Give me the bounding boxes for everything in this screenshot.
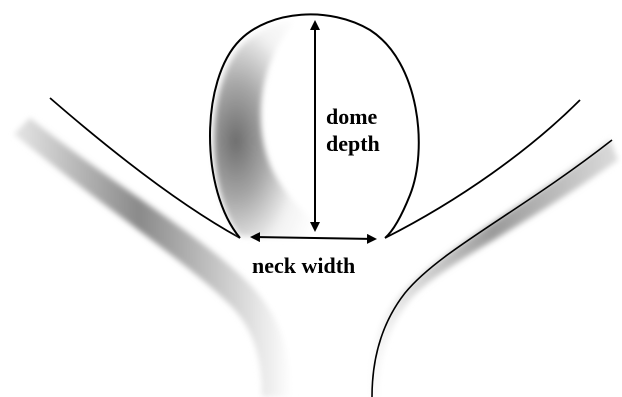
neck-width-label: neck width [252,253,355,278]
dome-depth-label-line1: dome [326,104,378,129]
dome-depth-label-line2: depth [326,131,380,156]
